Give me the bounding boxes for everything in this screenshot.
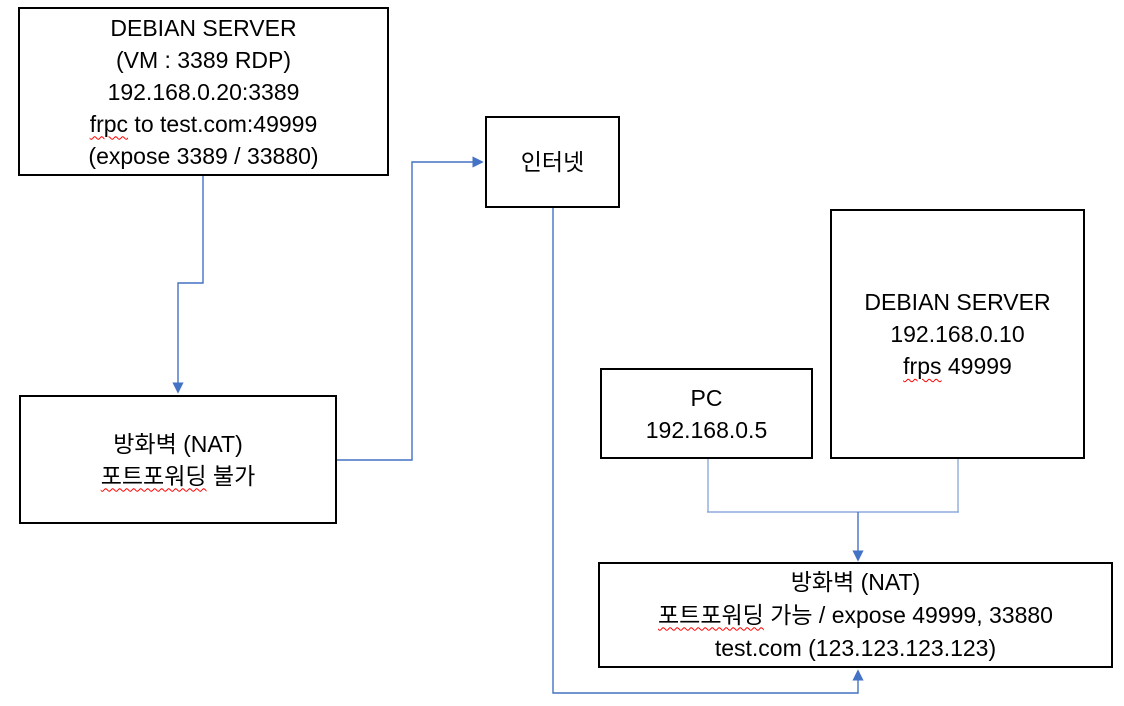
node-firewall-nat-portforward: 방화벽 (NAT) 포트포워딩 가능 / expose 49999, 33880… (598, 562, 1113, 668)
node-detail: 포트포워딩 불가 (101, 460, 256, 492)
node-detail: frpc to test.com:49999 (90, 108, 318, 140)
node-detail: frps 49999 (903, 350, 1012, 382)
misspelled-word-portforwarding: 포트포워딩 (658, 601, 764, 628)
node-title: 방화벽 (NAT) (113, 430, 243, 457)
connector-left-firewall-to-internet (337, 156, 484, 461)
node-ip-address: 192.168.0.20:3389 (107, 78, 300, 105)
node-domain-ip: test.com (123.123.123.123) (714, 634, 997, 661)
node-ip-address: 192.168.0.10 (890, 321, 1025, 347)
node-pc: PC 192.168.0.5 (600, 368, 813, 459)
node-title: DEBIAN SERVER (864, 289, 1051, 315)
node-title: DEBIAN SERVER (110, 14, 297, 41)
node-detail: (expose 3389 / 33880) (88, 142, 319, 169)
node-debian-server-vm: DEBIAN SERVER (VM : 3389 RDP) 192.168.0.… (18, 7, 389, 176)
node-internet: 인터넷 (485, 116, 620, 208)
node-title: 방화벽 (NAT) (790, 568, 921, 595)
node-detail-rest: to test.com:49999 (128, 110, 318, 137)
misspelled-word-portforwarding: 포트포워딩 (100, 462, 207, 489)
node-debian-server-frps: DEBIAN SERVER 192.168.0.10 frps 49999 (830, 209, 1085, 459)
node-title: 인터넷 (520, 149, 585, 175)
node-detail-rest: 불가 (206, 462, 256, 489)
node-title: PC (690, 384, 723, 411)
node-ip-address: 192.168.0.5 (645, 416, 768, 443)
connector-debianvm-to-left-firewall (172, 175, 204, 394)
misspelled-word-frpc: frpc (89, 110, 129, 137)
node-detail-rest: 가능 / expose 49999, 33880 (763, 601, 1053, 628)
node-detail: 포트포워딩 가능 / expose 49999, 33880 (658, 599, 1053, 632)
node-detail-rest: 49999 (941, 353, 1012, 379)
node-firewall-nat-no-portforward: 방화벽 (NAT) 포트포워딩 불가 (19, 395, 337, 524)
node-detail: (VM : 3389 RDP) (115, 46, 292, 73)
connector-internet-to-right-firewall-bottom (552, 208, 864, 694)
misspelled-word-frps: frps (903, 353, 942, 379)
